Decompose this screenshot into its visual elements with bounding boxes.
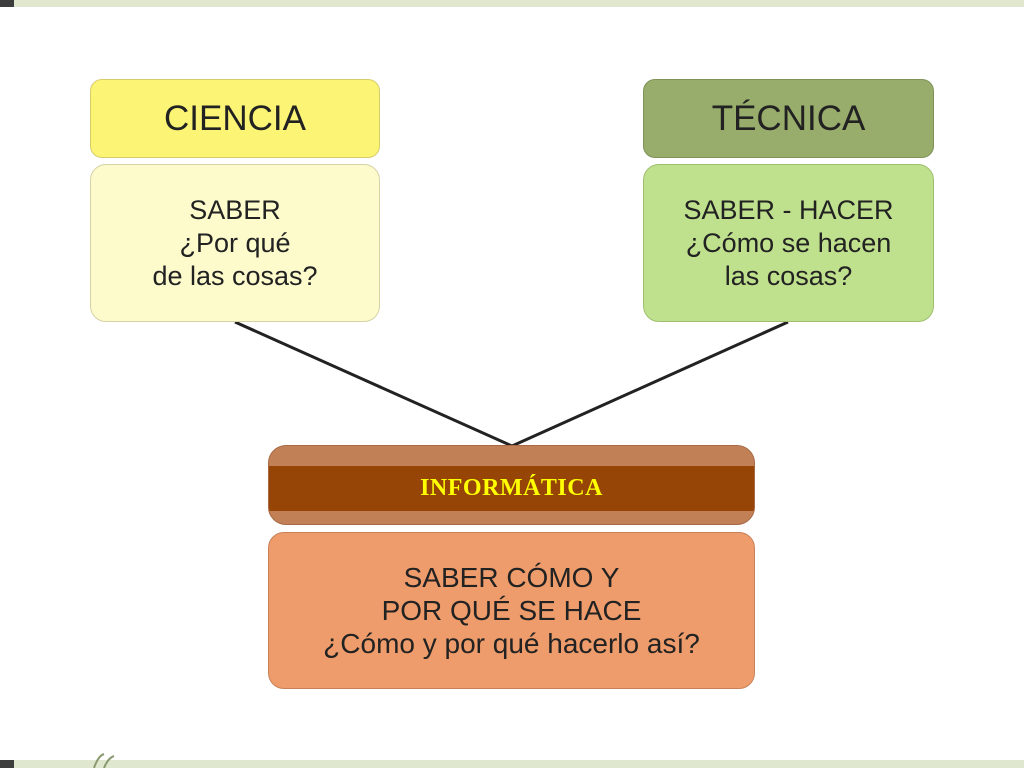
tecnica-description-box: SABER - HACER ¿Cómo se hacen las cosas? <box>643 164 934 322</box>
decorative-swoosh-icon <box>93 753 115 768</box>
informatica-title: INFORMÁTICA <box>420 475 603 501</box>
ciencia-title: CIENCIA <box>164 98 306 138</box>
bottom-decorative-bar <box>0 760 1024 768</box>
connector-line-right <box>511 320 789 448</box>
informatica-description-box: SABER CÓMO Y POR QUÉ SE HACE ¿Cómo y por… <box>268 532 755 689</box>
tecnica-title-box: TÉCNICA <box>643 79 934 158</box>
top-decorative-bar <box>0 0 1024 7</box>
tecnica-description: SABER - HACER ¿Cómo se hacen las cosas? <box>683 194 894 291</box>
bottom-corner-mark <box>0 760 14 768</box>
informatica-title-band: INFORMÁTICA <box>269 466 754 511</box>
informatica-title-box: INFORMÁTICA <box>268 445 755 525</box>
connector-line-left <box>234 320 513 448</box>
ciencia-title-box: CIENCIA <box>90 79 380 158</box>
tecnica-title: TÉCNICA <box>711 98 866 138</box>
top-corner-mark <box>0 0 14 7</box>
ciencia-description-box: SABER ¿Por qué de las cosas? <box>90 164 380 322</box>
informatica-description: SABER CÓMO Y POR QUÉ SE HACE ¿Cómo y por… <box>323 562 700 659</box>
ciencia-description: SABER ¿Por qué de las cosas? <box>152 194 318 291</box>
